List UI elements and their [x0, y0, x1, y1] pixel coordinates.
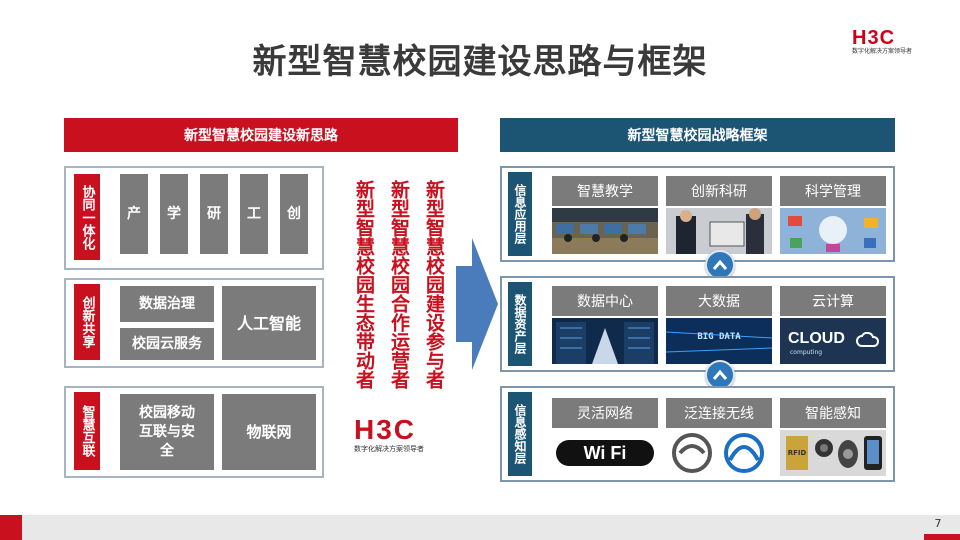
- right-arrow-icon: [456, 238, 498, 370]
- footer-bar: [0, 515, 960, 540]
- ai-box: 人工智能: [222, 286, 316, 360]
- cloud-label: CLOUD: [788, 330, 845, 347]
- pillar-box: 产: [120, 174, 148, 254]
- bigdata-label: BIG DATA: [697, 332, 741, 342]
- page-title: 新型智慧校园建设思路与框架: [252, 42, 708, 82]
- row-tag: 创新共享: [74, 284, 100, 360]
- h3c-logo: H3C 数字化解决方案领导者: [852, 28, 928, 62]
- right-section-header: 新型智慧校园战略框架: [500, 118, 895, 152]
- card-caption: 智慧教学: [552, 176, 658, 206]
- pillar-box: 工: [240, 174, 268, 254]
- layer-tag: 数据资产层: [508, 282, 532, 366]
- card-caption: 大数据: [666, 286, 772, 316]
- datacenter-photo: [552, 318, 658, 364]
- pillar-box: 研: [200, 174, 228, 254]
- h3c-center-logo: H3C 数字化解决方案领导者: [354, 416, 454, 460]
- row-tag: 智慧互联: [74, 392, 100, 470]
- card-caption: 创新科研: [666, 176, 772, 206]
- cloud-graphic: CLOUD computing: [780, 318, 886, 364]
- pillar-box: 学: [160, 174, 188, 254]
- sensor-photo: RFID: [780, 430, 886, 476]
- chevron-up-icon: [705, 250, 735, 280]
- phrase-operator: 新型智慧校园合作运营者: [388, 180, 410, 389]
- cloud-sublabel: computing: [790, 349, 823, 356]
- rfid-tag: RFID: [786, 436, 808, 470]
- sensor-devices: [815, 436, 882, 470]
- footer-accent: [0, 515, 22, 540]
- classroom-photo: [552, 208, 658, 254]
- logo-tagline: 数字化解决方案领导者: [852, 48, 913, 55]
- management-graphic: [780, 208, 886, 254]
- card-caption: 智能感知: [780, 398, 886, 428]
- card-caption: 科学管理: [780, 176, 886, 206]
- campus-cloud-box: 校园云服务: [120, 328, 214, 360]
- research-photo: [666, 208, 772, 254]
- layer-tag: 信息应用层: [508, 172, 532, 256]
- phrase-ecosystem: 新型智慧校园生态带动者: [353, 180, 375, 389]
- wifi-graphic: Wi Fi: [552, 430, 658, 476]
- wireless-logos: [666, 430, 772, 476]
- center-logo-text: H3C: [354, 414, 417, 445]
- page-number: 7: [934, 517, 942, 530]
- row-tag: 协同一体化: [74, 174, 100, 260]
- pillar-box: 创: [280, 174, 308, 254]
- wifi-label: Wi Fi: [556, 440, 654, 466]
- page-accent: [924, 534, 960, 540]
- center-logo-tagline: 数字化解决方案领导者: [354, 445, 424, 453]
- bigdata-graphic: BIG DATA: [666, 318, 772, 364]
- layer-tag: 信息感知层: [508, 392, 532, 476]
- card-caption: 云计算: [780, 286, 886, 316]
- phrase-builder: 新型智慧校园建设参与者: [423, 180, 445, 389]
- chevron-up-icon: [705, 360, 735, 390]
- mobile-security-box: 校园移动互联与安全: [120, 394, 214, 470]
- card-caption: 灵活网络: [552, 398, 658, 428]
- left-section-header: 新型智慧校园建设新思路: [64, 118, 458, 152]
- logo-text: H3C: [852, 27, 896, 49]
- data-governance-box: 数据治理: [120, 286, 214, 322]
- card-caption: 数据中心: [552, 286, 658, 316]
- iot-box: 物联网: [222, 394, 316, 470]
- card-caption: 泛连接无线: [666, 398, 772, 428]
- cloud-icon: [856, 332, 880, 347]
